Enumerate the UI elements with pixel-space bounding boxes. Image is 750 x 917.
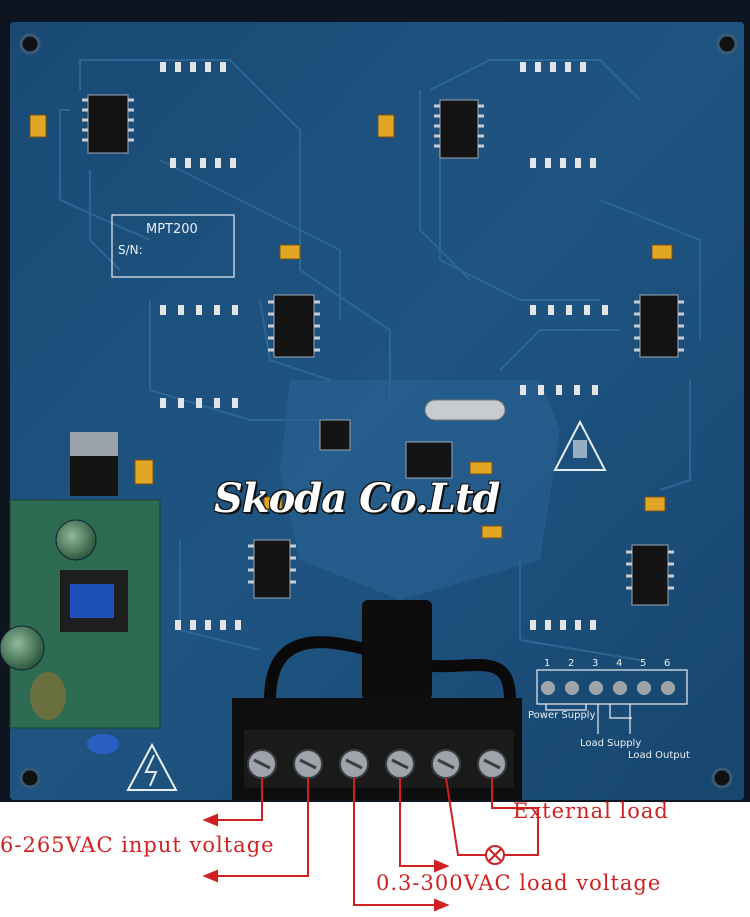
load-supply-legend: Load Supply xyxy=(580,738,642,749)
terminal-number: 3 xyxy=(592,658,599,669)
high-voltage-icon xyxy=(126,742,178,791)
tantalum-capacitors xyxy=(29,114,673,539)
terminal-legend-screws xyxy=(541,681,675,695)
load-voltage-annotation: 0.3-300VAC load voltage xyxy=(376,871,662,895)
esd-warning-icon xyxy=(553,419,607,471)
model-label: MPT200 xyxy=(146,222,198,237)
wiring-annotations xyxy=(202,777,539,912)
label-box xyxy=(111,214,235,278)
current-transformer xyxy=(264,600,516,701)
external-load-annotation: External load xyxy=(513,799,669,823)
terminal-block xyxy=(232,698,522,800)
crystal-oscillator xyxy=(424,399,506,421)
terminal-legend xyxy=(536,669,688,734)
smd-components xyxy=(160,62,608,630)
terminal-number: 5 xyxy=(640,658,647,669)
terminal-number: 1 xyxy=(544,658,551,669)
terminal-number: 4 xyxy=(616,658,623,669)
mounting-holes xyxy=(19,33,738,789)
serial-label: S/N: xyxy=(118,243,143,257)
ceramic-capacitor xyxy=(87,734,119,754)
power-supply-legend: Power Supply xyxy=(528,710,596,721)
terminal-number: 2 xyxy=(568,658,575,669)
voltage-regulator xyxy=(70,432,118,496)
power-module xyxy=(0,499,161,729)
watermark: Skoda Co.Ltd xyxy=(214,475,500,522)
load-output-legend: Load Output xyxy=(628,750,690,761)
terminal-number: 6 xyxy=(664,658,671,669)
ic-pins xyxy=(82,98,684,590)
ic-chips xyxy=(87,94,679,606)
input-voltage-annotation: 6-265VAC input voltage xyxy=(0,833,275,857)
